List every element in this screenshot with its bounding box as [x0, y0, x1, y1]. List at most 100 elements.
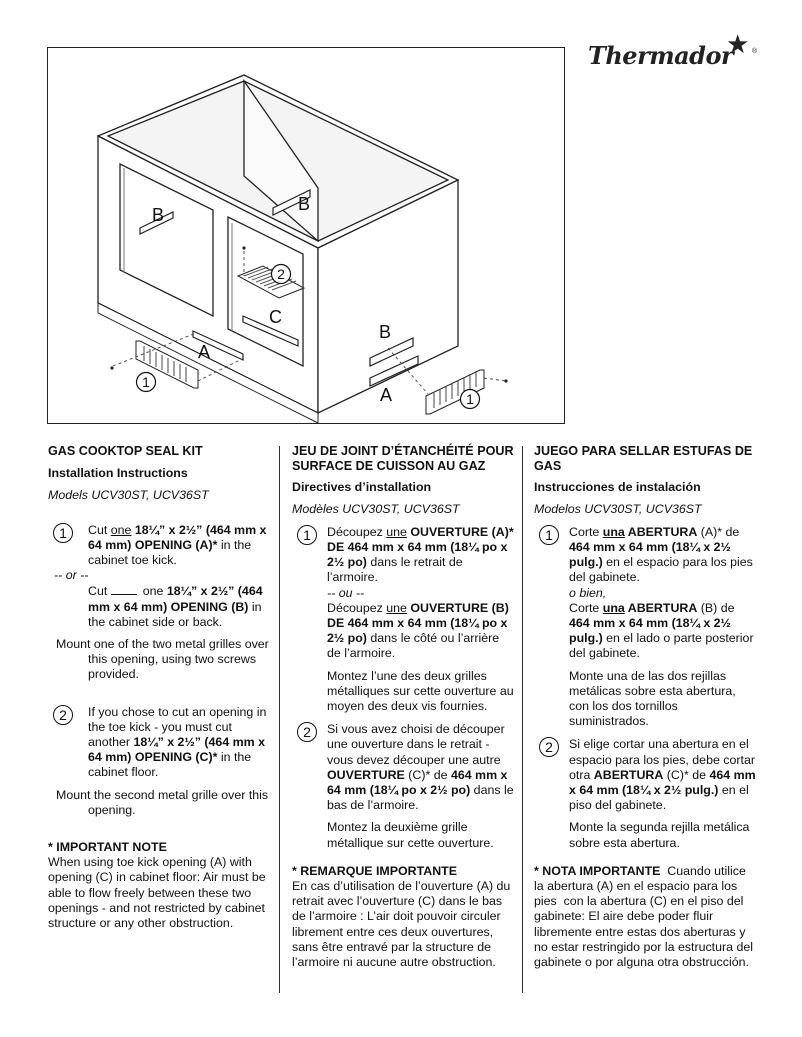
text: ABERTURA — [593, 767, 664, 782]
text: in the cabinet side or back. — [88, 599, 262, 629]
text: OUVERTURE — [327, 767, 405, 782]
spanish-models: Modelos UCV30ST, UCV36ST — [534, 501, 702, 516]
text: Si elige cortar una abertura en el espac… — [569, 737, 755, 782]
text: 18¼” x 2½” (464 mm x 64 mm) OPENING (C)* — [88, 735, 266, 765]
english-note-body: When using toe kick opening (A) with ope… — [48, 855, 266, 931]
callout-1-left — [135, 371, 157, 393]
text: une — [386, 600, 407, 615]
english-step-1: 1 Cut one 18¼” x 2½” (464 mm x 64 mm) OP… — [48, 522, 274, 569]
step-1-icon: 1 — [297, 524, 317, 545]
french-step-2: 2 Si vous avez choisi de découper une ou… — [292, 722, 514, 851]
text: 464 mm x 64 mm (18¼ x 2½ pulg.) — [569, 616, 731, 646]
text: dans le côté ou l’arrière de l’armoire. — [327, 631, 500, 661]
spanish-mount-1: Monte una de las dos rejillas metálicas … — [569, 668, 736, 729]
label-a-front: A — [198, 342, 210, 362]
text: Découpez — [327, 524, 387, 539]
french-title: JEU DE JOINT D’ÉTANCHÉITÉ POUR SURFACE D… — [292, 444, 514, 474]
english-subtitle: Installation Instructions — [48, 466, 188, 481]
english-title: GAS COOKTOP SEAL KIT — [48, 444, 203, 458]
french-mount-1: Montez l’une des deux grilles métallique… — [327, 668, 514, 714]
spanish-subtitle: Instrucciones de instalación — [534, 480, 701, 495]
text: one — [110, 522, 132, 537]
spanish-note: * NOTA IMPORTANTE Cuando utilice la aber… — [534, 864, 756, 970]
text: ABERTURA — [624, 600, 698, 615]
text: en el espacio para los pies del gabinete… — [569, 555, 753, 585]
blank-line — [110, 583, 137, 596]
text: en el piso del gabinete. — [569, 783, 749, 813]
callout-1-left-text: 1 — [142, 374, 150, 390]
text: (B) de — [697, 600, 735, 615]
label-b-side: B — [379, 322, 391, 342]
text: 464 mm x 64 mm (18¼ po x 2½ po) — [327, 767, 508, 798]
english-or: -- or -- — [54, 568, 89, 583]
spanish-title: JUEGO PARA SELLAR ESTUFAS DE GAS — [534, 444, 753, 474]
text: Cut — [88, 522, 111, 537]
step-2-icon: 2 — [53, 704, 73, 725]
text: in the cabinet toe kick. — [88, 537, 252, 568]
french-models: Modèles UCV30ST, UCV36ST — [292, 501, 460, 516]
text: Découpez — [327, 600, 387, 615]
step-1-icon: 1 — [53, 522, 73, 543]
callout-2 — [270, 263, 292, 285]
french-step-1: 1 Découpez une OUVERTURE (A)* DE 464 mm … — [292, 524, 514, 714]
step-2-icon: 2 — [297, 722, 317, 743]
spanish-or: o bien, — [569, 585, 607, 600]
step-2-icon: 2 — [539, 737, 559, 758]
brand-star-icon: ★ — [726, 30, 750, 60]
label-a-side: A — [380, 385, 392, 405]
english-note-title: * IMPORTANT NOTE — [48, 840, 167, 855]
spanish-note-body: Cuando utilice la abertura (A) en el esp… — [534, 863, 757, 970]
english-column: GAS COOKTOP SEAL KIT Installation Instru… — [48, 444, 274, 931]
text: Cut — [88, 584, 111, 599]
column-divider-2 — [522, 446, 523, 993]
label-c: C — [269, 307, 282, 327]
french-note-title: * REMARQUE IMPORTANTE — [292, 863, 457, 878]
text: 464 mm x 64 mm (18¼ x 2½ pulg.) — [569, 767, 756, 798]
text: OUVERTURE (B) DE 464 mm x 64 mm (18¼ po … — [327, 600, 509, 646]
column-divider-1 — [279, 446, 280, 993]
label-b-left: B — [152, 205, 164, 225]
english-step-2: 2 If you chose to cut an opening in the … — [48, 704, 274, 781]
cabinet-illustration: B B B A A C 1 1 2 — [47, 47, 565, 424]
english-step-1-alt: Cut one 18¼” x 2½” (464 mm x 64 mm) OPEN… — [48, 583, 274, 630]
text: (C)* de — [663, 767, 710, 782]
text: una — [602, 600, 625, 615]
text: one — [142, 584, 167, 599]
text: (C)* de — [404, 767, 451, 782]
spanish-column: JUEGO PARA SELLAR ESTUFAS DE GAS Instruc… — [534, 444, 756, 970]
text: une — [386, 524, 407, 539]
brand-logo: Thermador ★ ® — [588, 32, 760, 78]
spanish-step-1: 1 Corte una ABERTURA (A)* de 464 mm x 64… — [534, 524, 756, 730]
english-mount-2: Mount the second metal grille over this … — [56, 787, 269, 817]
text: dans le retrait de l’armoire. — [327, 555, 463, 585]
text: If you chose to cut an opening in the to… — [88, 704, 267, 750]
step-1-icon: 1 — [539, 524, 559, 545]
text: OUVERTURE (A)* DE 464 mm x 64 mm (18¼ po… — [327, 524, 514, 570]
text: una — [602, 524, 625, 539]
french-subtitle: Directives d’installation — [292, 480, 432, 495]
text: in the cabinet floor. — [88, 750, 252, 780]
cabinet-diagram: B B B A A C 1 1 2 — [96, 74, 508, 423]
french-note-body: En cas d’utilisation de l’ouverture (A) … — [292, 879, 511, 970]
text: (A)* de — [697, 524, 740, 539]
spanish-mount-2: Monte la segunda rejilla metálica sobre … — [569, 820, 750, 850]
label-b-back: B — [298, 194, 310, 214]
callout-2-text: 2 — [277, 266, 285, 282]
text: ABERTURA — [624, 524, 698, 539]
callout-1-right-text: 1 — [466, 391, 474, 407]
text: 18¼” x 2½” (464 mm x 64 mm) OPENING (A)* — [88, 522, 267, 552]
brand-name: Thermador — [588, 41, 734, 70]
text: Corte — [569, 600, 603, 615]
french-mount-2: Montez la deuxième grille métallique sur… — [327, 820, 494, 850]
french-or: -- ou -- — [327, 585, 365, 600]
text: Si vous avez choisi de découper une ouve… — [327, 722, 505, 767]
text: 18¼” x 2½” (464 mm x 64 mm) OPENING (B) — [88, 584, 263, 614]
text: Corte — [569, 524, 603, 539]
english-models: Models UCV30ST, UCV36ST — [48, 488, 209, 503]
text: 464 mm x 64 mm (18¼ x 2½ pulg.) — [569, 540, 731, 570]
spanish-step-2: 2 Si elige cortar una abertura en el esp… — [534, 737, 756, 850]
english-mount-1: Mount one of the two metal grilles over … — [56, 637, 269, 682]
text: en el lado o parte posterior del gabinet… — [569, 631, 754, 661]
callout-1-right — [459, 388, 481, 410]
registered-mark: ® — [752, 48, 758, 55]
